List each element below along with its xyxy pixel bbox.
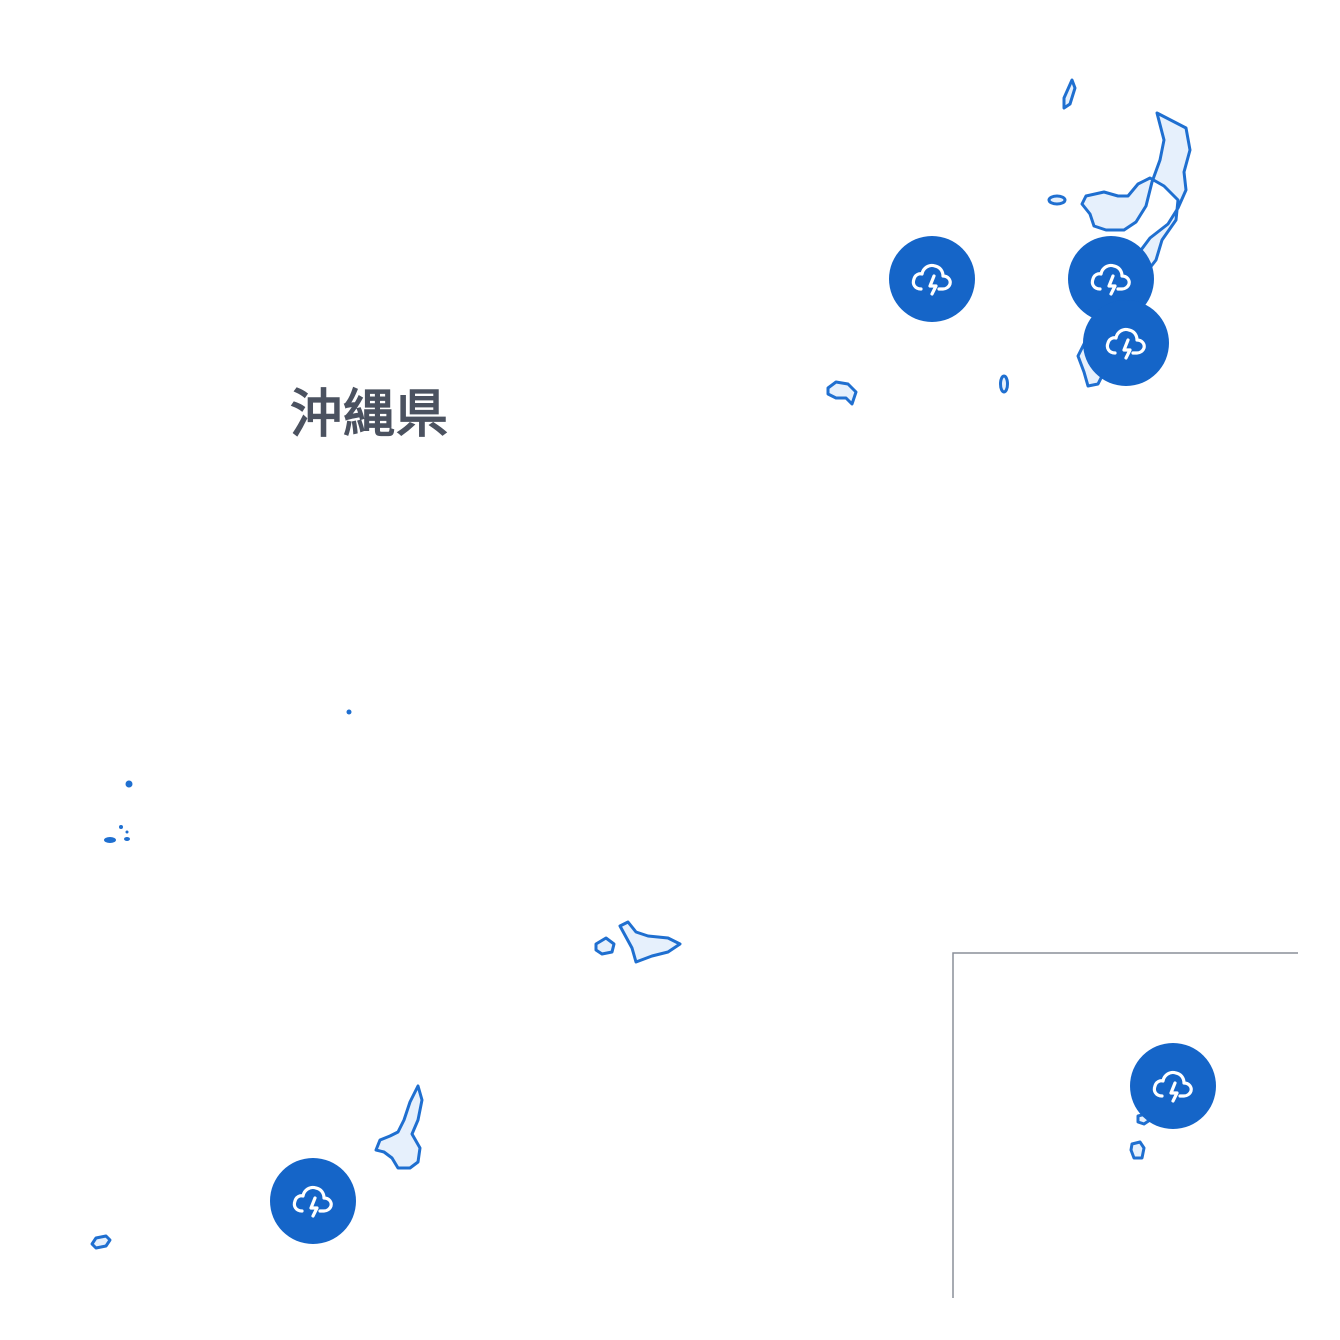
islet-dot xyxy=(124,837,130,841)
island-yonaguni[interactable] xyxy=(90,1234,112,1250)
prefecture-label: 沖縄県 xyxy=(290,385,450,445)
islet-dot xyxy=(125,830,129,834)
island-tonaki[interactable] xyxy=(999,374,1009,394)
cloud-sync-icon xyxy=(911,263,952,296)
islet-dot xyxy=(104,837,116,843)
weather-marker[interactable] xyxy=(889,236,975,322)
island-ishigaki[interactable] xyxy=(374,1084,424,1170)
cloud-sync-icon xyxy=(1105,327,1146,360)
weather-marker[interactable] xyxy=(1130,1043,1216,1129)
inset-frame xyxy=(952,952,1298,1298)
island-iheya[interactable] xyxy=(1062,78,1077,110)
island-miyako[interactable] xyxy=(618,920,682,964)
islet-dot xyxy=(119,825,123,829)
weather-marker[interactable] xyxy=(270,1158,356,1244)
cloud-sync-icon xyxy=(1152,1070,1193,1103)
island-irabu[interactable] xyxy=(594,936,616,956)
island-kume[interactable] xyxy=(826,380,858,406)
cloud-sync-icon xyxy=(1090,263,1131,296)
weather-marker[interactable] xyxy=(1083,300,1169,386)
island-iejima[interactable] xyxy=(1047,194,1067,206)
islet-dot xyxy=(125,780,133,788)
cloud-sync-icon xyxy=(292,1185,333,1218)
islet-dot xyxy=(346,709,352,715)
island-minamidaito[interactable] xyxy=(1129,1140,1146,1160)
